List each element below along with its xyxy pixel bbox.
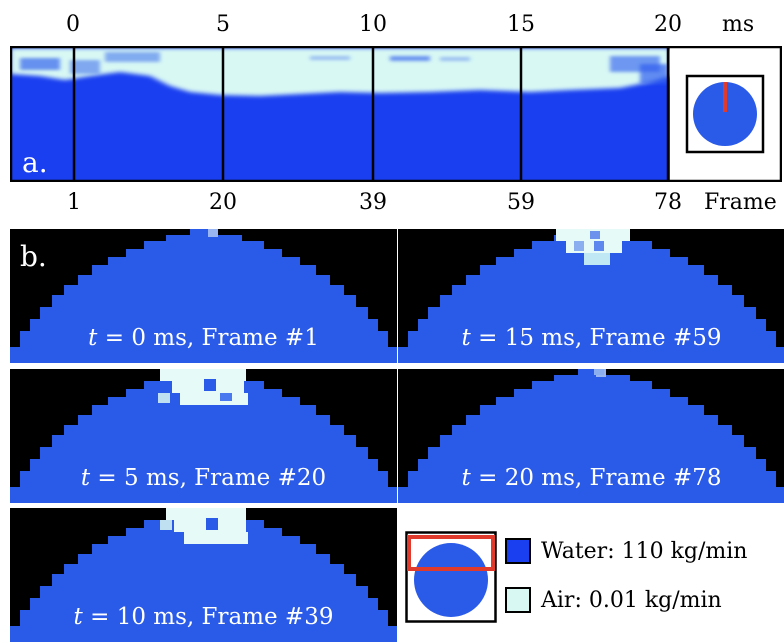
inset-sensor-circle-icon [693,82,757,146]
frame-caption-20: t = 5 ms, Frame #20 [80,465,327,491]
legend-air-swatch [505,587,531,613]
strip-air-region [10,48,670,96]
time-tick-15: 15 [507,12,535,37]
air-bubble-20 [158,369,248,405]
time-tick-0: 0 [66,12,80,37]
legend-water-label: Water: 110 kg/min [541,538,748,564]
frame-image-78 [398,369,784,503]
time-tick-5: 5 [216,12,230,37]
frame-panel-59: t = 15 ms, Frame #59 [398,229,784,363]
air-bubble-78 [594,369,604,375]
frame-panel-78: t = 20 ms, Frame #78 [398,369,784,503]
frame-tick-1: 1 [67,190,81,215]
frame-tick-20: 20 [209,190,237,215]
time-tick-10: 10 [359,12,387,37]
frame-image-59 [398,229,784,363]
air-bubble-59 [556,229,630,265]
time-unit-label: ms [722,12,755,37]
frame-caption-59: t = 15 ms, Frame #59 [461,325,722,351]
time-tick-20: 20 [654,12,682,37]
frame-caption-39: t = 10 ms, Frame #39 [73,604,334,630]
panel-a-label: a. [22,146,48,179]
legend-air-label: Air: 0.01 kg/min [541,587,722,613]
frame-panel-39: t = 10 ms, Frame #39 [10,508,397,642]
frame-tick-78: 78 [654,190,682,215]
frame-panel-20: t = 5 ms, Frame #20 [10,369,397,503]
air-bubble-39 [160,508,248,544]
legend-sensor-image [405,531,497,623]
panel-b-label: b. [20,240,47,273]
legend-water: Water: 110 kg/min [505,531,747,571]
frame-panel-1: t = 0 ms, Frame #1 [10,229,397,363]
legend-highlight-box [407,535,495,571]
time-strip-image [10,46,782,182]
frame-tick-39: 39 [359,190,387,215]
strip-border [10,46,782,182]
legend-air: Air: 0.01 kg/min [505,580,722,620]
frame-unit-label: Frame [704,190,777,215]
frame-caption-78: t = 20 ms, Frame #78 [461,465,722,491]
frame-image-39 [10,508,397,642]
frame-caption-1: t = 0 ms, Frame #1 [88,325,319,351]
strip-air-texture [20,52,668,84]
frame-image-20 [10,369,397,503]
legend-water-swatch [505,538,531,564]
frame-tick-59: 59 [507,190,535,215]
